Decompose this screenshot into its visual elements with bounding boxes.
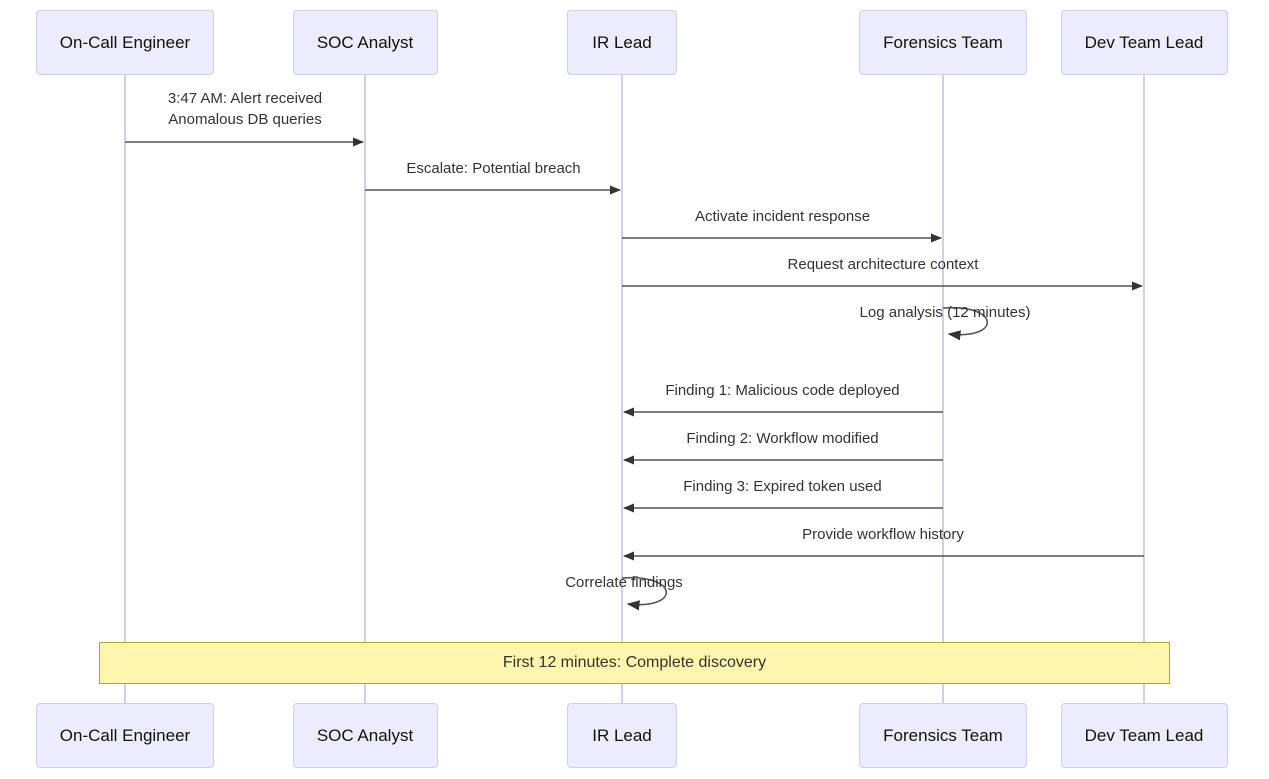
message-label-line: Finding 1: Malicious code deployed [665,382,900,399]
message-label-6: Finding 1: Malicious code deployed [665,381,899,400]
message-label-line: Provide workflow history [802,526,964,543]
note-summary-note: First 12 minutes: Complete discovery [99,642,1170,684]
actor-label: SOC Analyst [316,32,414,52]
message-label-3: Activate incident response [695,207,870,226]
lifelines-group [124,75,1145,703]
message-label-line: Anomalous DB queries [168,111,322,128]
actor-label: Dev Team Lead [1084,32,1204,52]
actor-box-bottom-soc[interactable]: SOC Analyst [292,703,438,768]
actor-box-bottom-forensics[interactable]: Forensics Team [859,703,1027,768]
actor-label: Dev Team Lead [1084,725,1204,745]
message-label-2: Escalate: Potential breach [406,159,580,178]
actor-label: Forensics Team [883,725,1003,745]
message-label-10: Correlate findings [565,573,683,592]
message-label-line: Escalate: Potential breach [406,160,581,177]
message-label-line: Request architecture context [787,256,979,273]
message-label-line: Activate incident response [694,208,871,225]
actor-label: IR Lead [592,32,652,52]
message-label-4: Request architecture context [788,255,979,274]
actor-box-top-devlead[interactable]: Dev Team Lead [1060,10,1228,75]
message-label-line: Finding 3: Expired token used [683,478,882,495]
actor-box-top-soc[interactable]: SOC Analyst [292,10,438,75]
actor-box-bottom-oncall[interactable]: On-Call Engineer [36,703,214,768]
message-label-line: Log analysis (12 minutes) [859,304,1031,321]
actor-box-bottom-devlead[interactable]: Dev Team Lead [1060,703,1228,768]
message-label-line: 3:47 AM: Alert received [167,90,323,107]
actor-box-bottom-irlead[interactable]: IR Lead [567,703,677,768]
actor-box-top-forensics[interactable]: Forensics Team [859,10,1027,75]
message-label-5: Log analysis (12 minutes) [860,303,1031,322]
actor-label: IR Lead [592,725,652,745]
actor-label: On-Call Engineer [59,725,191,745]
actor-box-top-irlead[interactable]: IR Lead [567,10,677,75]
self-loop-arrow-10 [621,576,667,611]
message-label-9: Provide workflow history [802,525,964,544]
message-label-8: Finding 3: Expired token used [683,477,881,496]
message-arrows-group [125,137,1144,611]
message-label-line: Correlate findings [565,574,683,591]
note-label: First 12 minutes: Complete discovery [502,654,767,671]
actor-label: SOC Analyst [316,725,414,745]
message-label-7: Finding 2: Workflow modified [686,429,878,448]
actor-label: Forensics Team [883,32,1003,52]
message-label-line: Finding 2: Workflow modified [686,430,879,447]
actor-box-top-oncall[interactable]: On-Call Engineer [36,10,214,75]
actor-label: On-Call Engineer [59,32,191,52]
self-loop-arrow-5 [942,306,988,341]
